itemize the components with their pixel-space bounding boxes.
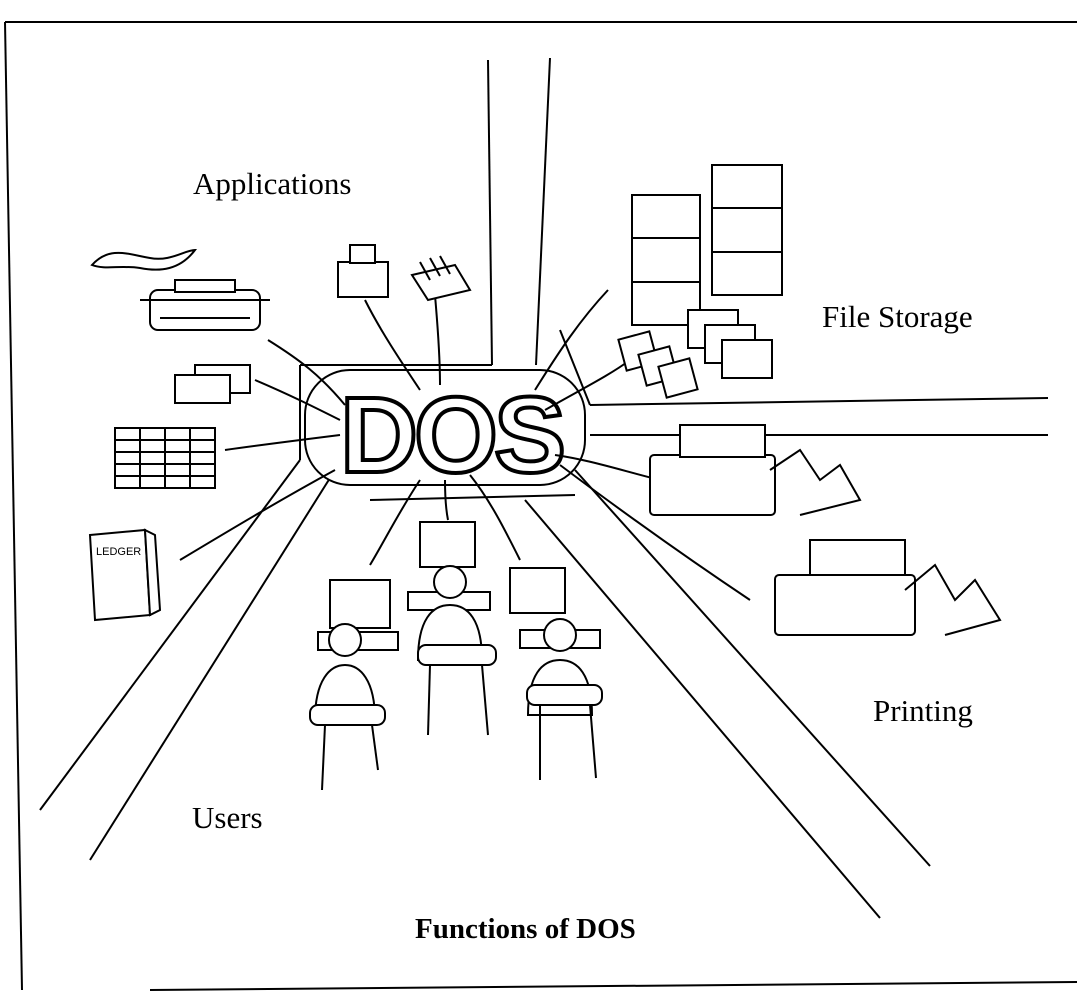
printer-icon (649, 424, 862, 516)
letters-icon (174, 364, 251, 404)
typewriter-icon (90, 248, 270, 331)
figure-caption: Functions of DOS (415, 913, 636, 945)
file-storage-label: File Storage (822, 299, 973, 334)
applications-label: Applications (193, 166, 352, 201)
ledger-label: LEDGER (96, 546, 141, 558)
spreadsheet-icon (114, 427, 216, 489)
ledger-book-icon: LEDGER (88, 528, 162, 622)
computer-icon (317, 521, 601, 651)
printing-label: Printing (873, 693, 973, 728)
cash-register-icon (337, 244, 389, 298)
card-file-icon (410, 255, 472, 302)
users-workstations (309, 521, 603, 791)
connector-cables (179, 289, 751, 601)
users-label: Users (192, 800, 263, 835)
chairs-icon (309, 644, 603, 791)
folders-icon (687, 309, 773, 379)
dos-hub-label: DOS (340, 374, 562, 495)
page-border (4, 21, 1077, 991)
dos-hub: DOS (304, 369, 586, 497)
filing-cabinets-icon (631, 164, 783, 326)
floppy-disks-icon (617, 330, 699, 399)
printer-icon-2 (774, 539, 1002, 636)
